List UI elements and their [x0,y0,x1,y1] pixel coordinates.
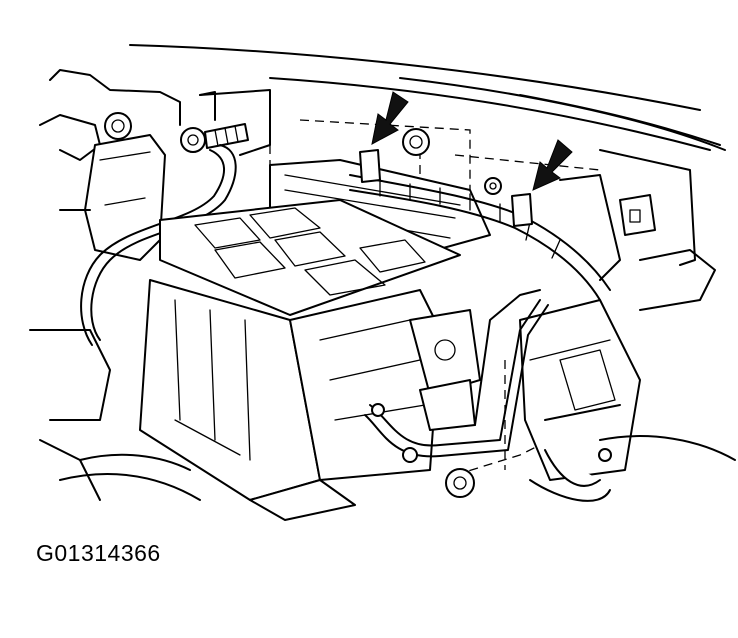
heater-pipes [364,289,549,463]
bolt-icon [104,112,132,140]
figure-code: G01314366 [36,540,161,566]
screw-icon [180,123,249,153]
down-left-arrow-icon [371,91,409,145]
right-bracket [529,194,736,502]
drain-hose [59,453,201,501]
air-duct [519,299,641,487]
down-left-arrow-icon [532,139,573,191]
clip-icon [359,149,533,227]
nut-icon [402,128,502,498]
blend-door-actuator [409,309,481,431]
